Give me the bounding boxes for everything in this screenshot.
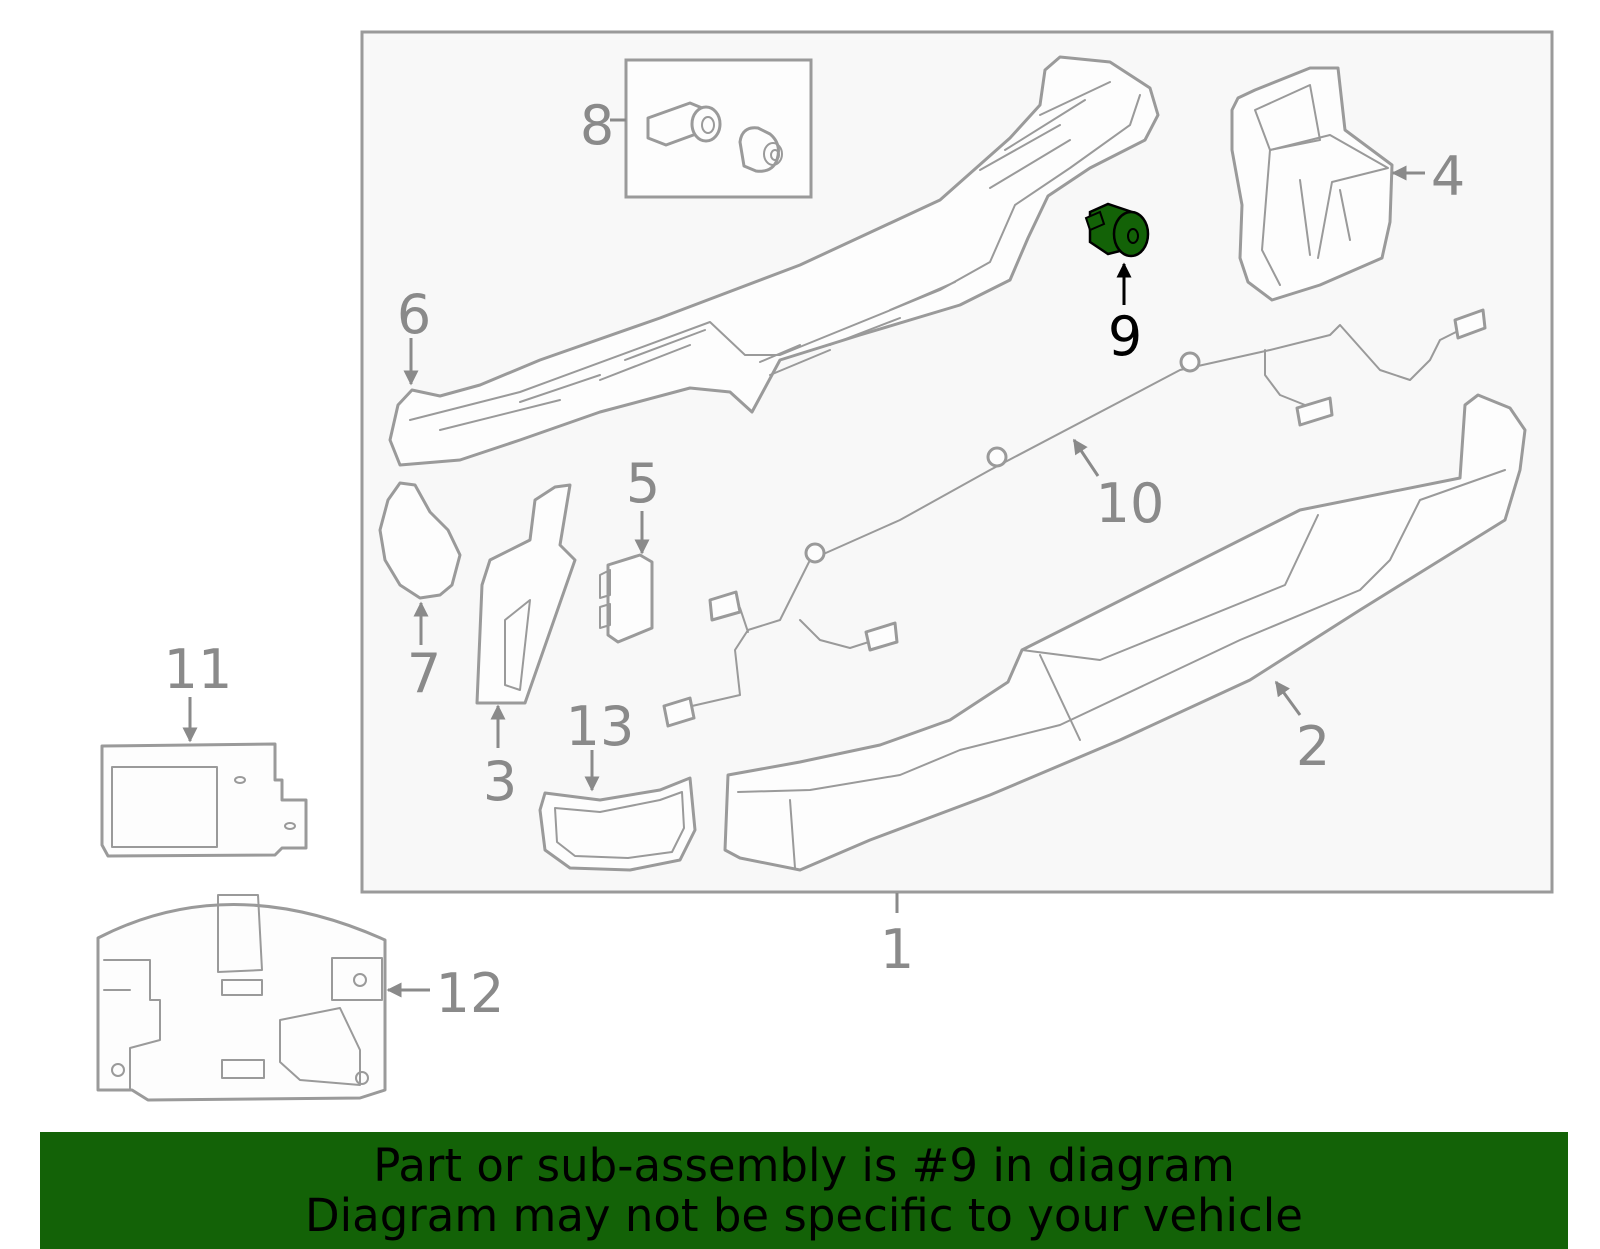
- part-5-clip: [599, 553, 654, 644]
- part-13-pad: [538, 776, 697, 872]
- callout-12: 12: [436, 962, 505, 1025]
- part-6-step-pad: [388, 55, 1160, 467]
- parts-diagram: 1 2 3 4 5 6 7 8 9 10 11 12 13: [96, 30, 1554, 1102]
- callout-10: 10: [1096, 472, 1165, 535]
- callout-11: 11: [164, 638, 233, 701]
- part-7-shield: [378, 481, 462, 600]
- part-2-rear-bumper: [723, 393, 1527, 872]
- callout-13: 13: [566, 695, 635, 758]
- part-11-module: [100, 742, 308, 858]
- callout-1: 1: [880, 918, 914, 981]
- callout-4: 4: [1431, 145, 1465, 208]
- banner-line-disclaimer: Diagram may not be specific to your vehi…: [305, 1188, 1303, 1242]
- part-4-bracket: [1230, 66, 1394, 302]
- part-10-wiring-harness: [662, 308, 1487, 728]
- callout-2: 2: [1296, 715, 1330, 778]
- banner-line-part: Part or sub-assembly is #9 in diagram: [373, 1138, 1235, 1192]
- part-3-bracket: [475, 483, 577, 705]
- part-12-tray: [96, 894, 387, 1102]
- part-9-clip-highlighted: [1084, 202, 1150, 258]
- callout-7: 7: [407, 642, 441, 705]
- callout-9: 9: [1108, 305, 1142, 368]
- callout-8: 8: [580, 94, 614, 157]
- callout-6: 6: [397, 283, 431, 346]
- part-8-parking-sensor: [624, 58, 813, 199]
- callout-3: 3: [483, 750, 517, 813]
- callout-5: 5: [626, 452, 660, 515]
- info-banner: Part or sub-assembly is #9 in diagram Di…: [40, 1132, 1568, 1249]
